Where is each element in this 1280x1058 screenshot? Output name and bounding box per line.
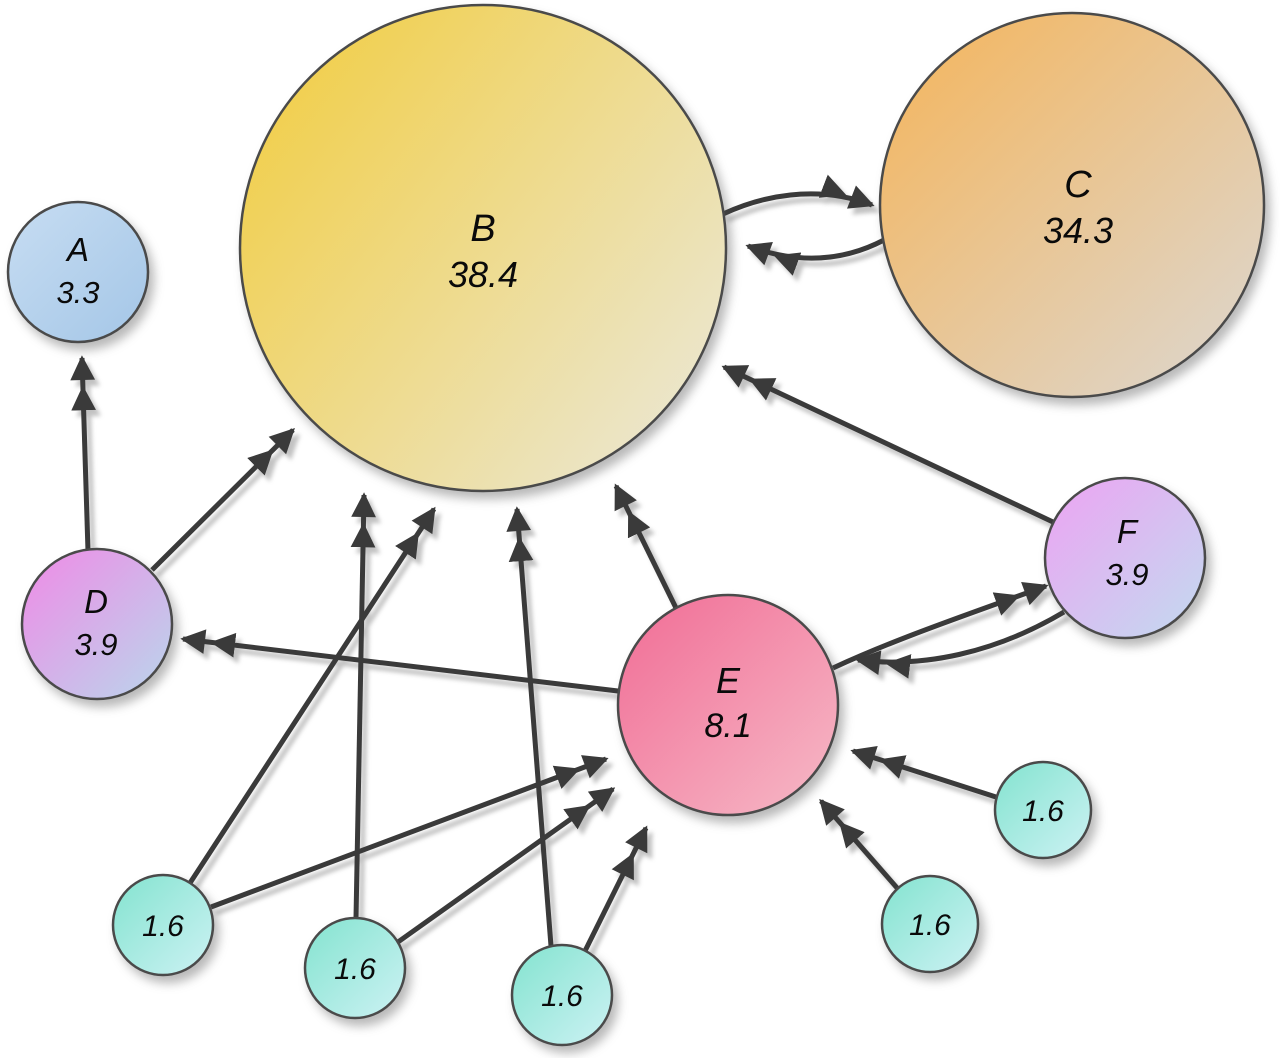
node-S5-value: 1.6 bbox=[1022, 795, 1064, 828]
nodes-layer bbox=[6, 3, 1266, 1047]
edge-S3-to-E bbox=[582, 825, 649, 953]
edge-S1-to-B bbox=[187, 506, 437, 885]
node-A-circle bbox=[6, 200, 150, 344]
node-S4-circle bbox=[880, 874, 980, 974]
edge-S1-to-E bbox=[210, 755, 609, 910]
node-D-value: 3.9 bbox=[74, 627, 117, 662]
node-D-circle bbox=[20, 547, 174, 701]
node-E-label: E bbox=[716, 660, 741, 701]
edge-S4-to-E bbox=[819, 798, 900, 891]
edge-B-to-C bbox=[721, 174, 875, 217]
node-S5-circle bbox=[993, 760, 1093, 860]
node-C-circle bbox=[878, 11, 1266, 399]
edge-S2-to-E bbox=[396, 786, 616, 945]
edge-D-to-A bbox=[70, 355, 96, 552]
edge-F-to-B bbox=[721, 364, 1055, 525]
edge-C-to-B bbox=[745, 237, 886, 276]
edge-F-to-E bbox=[855, 609, 1066, 679]
node-A-label: A bbox=[65, 231, 89, 268]
node-E-value: 8.1 bbox=[704, 707, 751, 745]
node-S3-value: 1.6 bbox=[541, 980, 583, 1013]
edge-E-to-F bbox=[831, 581, 1049, 671]
node-C-value: 34.3 bbox=[1043, 210, 1113, 251]
node-S2-circle bbox=[303, 916, 407, 1020]
edge-D-to-B bbox=[150, 428, 295, 572]
edge-S3-to-B bbox=[506, 506, 554, 947]
node-F-circle bbox=[1043, 476, 1207, 640]
node-B-value: 38.4 bbox=[448, 254, 518, 295]
node-S3-circle bbox=[510, 943, 614, 1047]
edge-S2-to-B bbox=[350, 492, 376, 919]
labels-layer: B 38.4 C 34.3 A 3.3 D 3.9 E 8.1 F 3.9 1.… bbox=[56, 164, 1148, 1013]
node-F-label: F bbox=[1117, 513, 1139, 550]
node-S1-circle bbox=[111, 873, 215, 977]
edges-layer bbox=[70, 174, 1066, 953]
node-S4-value: 1.6 bbox=[909, 909, 951, 942]
node-B-circle bbox=[238, 3, 728, 493]
node-A-value: 3.3 bbox=[56, 275, 99, 310]
edge-S5-to-E bbox=[850, 745, 997, 800]
node-F-value: 3.9 bbox=[1105, 557, 1148, 592]
node-C-label: C bbox=[1064, 164, 1092, 206]
edge-E-to-B bbox=[613, 483, 679, 610]
node-D-label: D bbox=[84, 583, 108, 620]
node-E-circle bbox=[616, 593, 840, 817]
node-S1-value: 1.6 bbox=[142, 910, 184, 943]
node-S2-value: 1.6 bbox=[334, 953, 376, 986]
edge-E-to-D bbox=[180, 629, 619, 694]
node-B-label: B bbox=[470, 208, 495, 250]
